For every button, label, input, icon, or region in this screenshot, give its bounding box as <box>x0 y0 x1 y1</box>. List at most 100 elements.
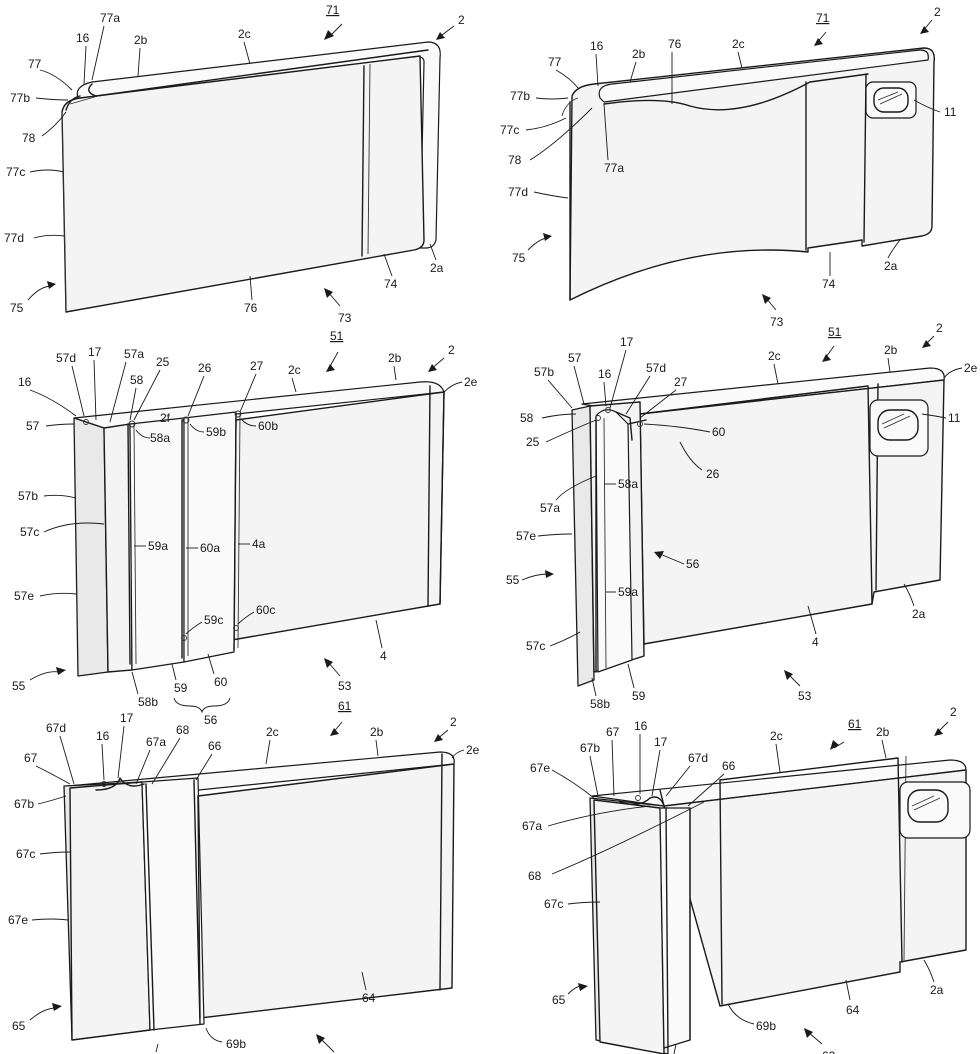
label: 73 <box>770 315 784 329</box>
label: 67a <box>522 819 542 833</box>
figure-51-drawing <box>73 381 445 677</box>
label: 17 <box>120 711 134 725</box>
label: 2c <box>732 37 745 51</box>
label: 4 <box>812 635 819 649</box>
label: 57e <box>14 589 34 603</box>
label: 2 <box>458 13 465 27</box>
label: 2a <box>430 261 444 275</box>
label: 69b <box>756 1019 776 1033</box>
label: 67a <box>146 735 166 749</box>
label: 68 <box>528 869 542 883</box>
label: 60 <box>214 675 228 689</box>
label: 66 <box>722 759 736 773</box>
label: 77c <box>6 165 25 179</box>
figure-61b-drawing <box>589 755 971 1054</box>
label: 57e <box>516 529 536 543</box>
label: 2 <box>950 705 957 719</box>
label: 2b <box>388 351 402 365</box>
label: 67d <box>46 721 66 735</box>
label: 53 <box>798 689 812 703</box>
label: 2c <box>768 349 781 363</box>
label: 16 <box>590 39 604 53</box>
label: 53 <box>338 679 352 693</box>
label: 77a <box>604 161 624 175</box>
label: 56 <box>686 557 700 571</box>
label: 76 <box>668 37 682 51</box>
label: 74 <box>384 277 398 291</box>
label: 67c <box>16 847 35 861</box>
label: 58b <box>590 697 610 711</box>
label: 60b <box>258 419 278 433</box>
label: 74 <box>822 277 836 291</box>
label: 2b <box>632 47 646 61</box>
label: 75 <box>10 301 24 315</box>
label: 2f <box>160 411 171 425</box>
label: 57d <box>56 351 76 365</box>
label: 66 <box>208 739 222 753</box>
label: 51 <box>330 329 344 343</box>
label: 2e <box>464 375 478 389</box>
label: 77 <box>548 55 562 69</box>
figure-71-labels: 71 2 77a 16 2b 2c 77 77b 78 77c 77d 75 7… <box>4 3 465 325</box>
label: 2c <box>266 725 279 739</box>
label: 71 <box>326 3 340 17</box>
label: 59b <box>206 425 226 439</box>
label: 64 <box>846 1003 860 1017</box>
figure-61-labels: 61 2 2b 2e 67d 16 17 67a 68 66 2c 67 67b… <box>8 699 480 1053</box>
label: 77d <box>4 231 24 245</box>
label: 58a <box>150 431 170 445</box>
label: 57 <box>568 351 582 365</box>
label: 67e <box>530 761 550 775</box>
label: 76 <box>244 301 258 315</box>
figure-51-labels: 51 2 2b 2e 57d 17 57a 25 26 27 2c 16 58 … <box>12 329 478 727</box>
label: 60a <box>200 541 220 555</box>
label: 60 <box>712 425 726 439</box>
label: 57c <box>20 525 39 539</box>
label: 59 <box>632 689 646 703</box>
figure-61-drawing <box>63 751 455 1041</box>
label: 57c <box>526 639 545 653</box>
label: 25 <box>156 355 170 369</box>
label: 57 <box>26 419 40 433</box>
label: 77d <box>508 185 528 199</box>
label: 2b <box>370 725 384 739</box>
label: 2c <box>770 729 783 743</box>
label: 2c <box>238 27 251 41</box>
label: 63 <box>822 1049 836 1054</box>
label: 2b <box>884 343 898 357</box>
label: 26 <box>706 467 720 481</box>
label: 77c <box>500 123 519 137</box>
label: 58 <box>520 411 534 425</box>
label: 65 <box>12 1019 26 1033</box>
label: 2 <box>450 715 457 729</box>
label: 77 <box>28 57 42 71</box>
label: 4a <box>252 537 266 551</box>
label: 59a <box>618 585 638 599</box>
figure-51b-labels: 51 2 2b 2e 57b 57 16 17 57d 27 2c 58 25 … <box>506 321 978 711</box>
label: 57b <box>18 489 38 503</box>
label: 60c <box>256 603 275 617</box>
label: 64 <box>362 991 376 1005</box>
label: 68 <box>176 723 190 737</box>
label: 75 <box>512 251 526 265</box>
label: 67 <box>606 725 620 739</box>
label: 78 <box>22 131 36 145</box>
label: 59a <box>148 539 168 553</box>
label: 2c <box>288 363 301 377</box>
label: 17 <box>654 735 668 749</box>
label: 17 <box>88 345 102 359</box>
label: 2a <box>930 983 944 997</box>
label: 67d <box>688 751 708 765</box>
label: 2e <box>964 361 978 375</box>
label: 77b <box>10 91 30 105</box>
label: 67b <box>580 741 600 755</box>
figure-71b-drawing <box>561 47 935 301</box>
label: 17 <box>620 335 634 349</box>
label: 2a <box>884 259 898 273</box>
figure-71-drawing <box>61 41 441 313</box>
label: 2b <box>876 725 890 739</box>
figure-51b-drawing <box>571 367 945 687</box>
label: 4 <box>380 649 387 663</box>
label: 58 <box>130 373 144 387</box>
